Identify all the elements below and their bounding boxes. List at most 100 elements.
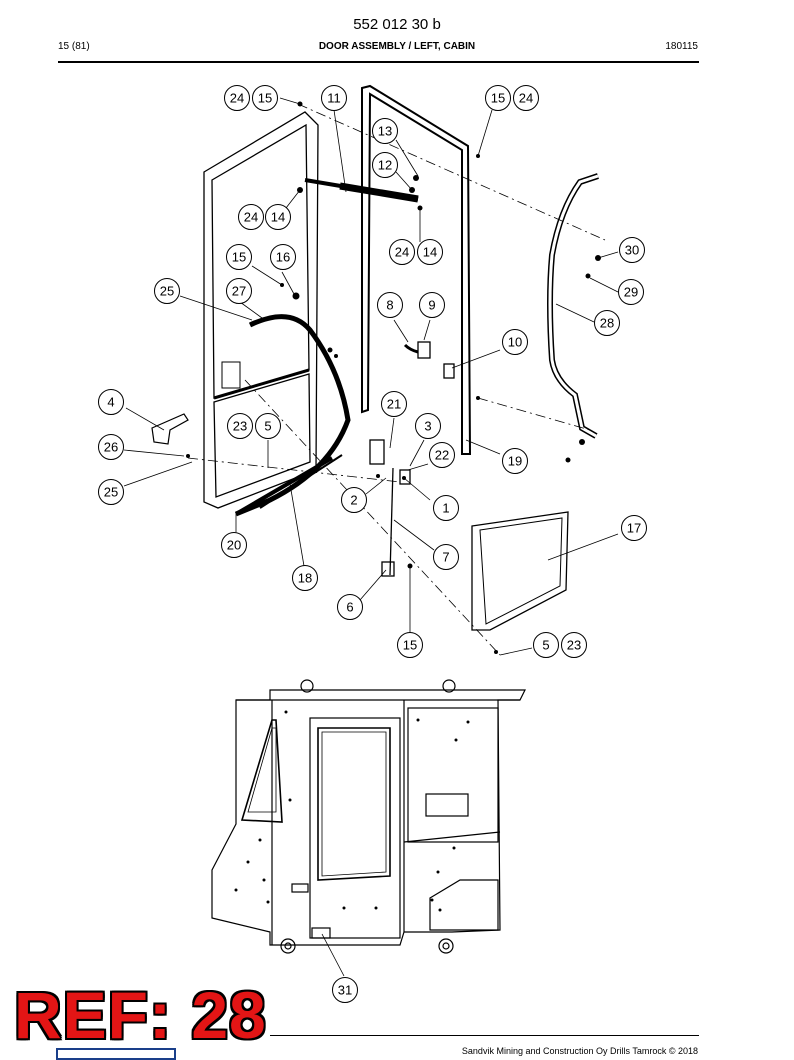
callout-circle — [221, 532, 247, 558]
callout-23: 23 — [561, 632, 587, 658]
callout-circle — [98, 434, 124, 460]
callout-circle — [238, 204, 264, 230]
callout-10: 10 — [502, 329, 528, 355]
callout-circle — [417, 239, 443, 265]
callout-24: 24 — [513, 85, 539, 111]
callout-label: 7 — [442, 550, 449, 565]
callout-circle — [252, 85, 278, 111]
callout-4: 4 — [98, 389, 124, 415]
callout-label: 4 — [107, 395, 114, 410]
callout-label: 15 — [232, 250, 246, 265]
callout-circle — [98, 389, 124, 415]
callout-circle — [226, 278, 252, 304]
callout-18: 18 — [292, 565, 318, 591]
callout-31: 31 — [332, 977, 358, 1003]
callout-24: 24 — [224, 85, 250, 111]
callout-label: 14 — [423, 245, 437, 260]
callout-12: 12 — [372, 152, 398, 178]
callout-label: 24 — [519, 91, 533, 106]
callout-circle — [621, 515, 647, 541]
exploded-door-view — [123, 84, 619, 977]
page-title: DOOR ASSEMBLY / LEFT, CABIN — [318, 41, 476, 52]
callout-label: 3 — [424, 419, 431, 434]
callout-circle — [224, 85, 250, 111]
callout-2: 2 — [341, 487, 367, 513]
callout-circle — [226, 244, 252, 270]
callout-24: 24 — [238, 204, 264, 230]
callout-label: 10 — [508, 335, 522, 350]
header-rule — [58, 61, 699, 63]
callout-16: 16 — [270, 244, 296, 270]
callout-circle — [381, 391, 407, 417]
callout-3: 3 — [415, 413, 441, 439]
callout-26: 26 — [98, 434, 124, 460]
callout-7: 7 — [433, 544, 459, 570]
callout-circle — [594, 310, 620, 336]
callout-circle — [513, 85, 539, 111]
callout-15: 15 — [485, 85, 511, 111]
callout-label: 5 — [264, 419, 271, 434]
callout-label: 11 — [327, 91, 341, 106]
cabin-door-window — [317, 727, 391, 881]
callout-circle — [618, 279, 644, 305]
callout-circle — [389, 239, 415, 265]
callout-6: 6 — [337, 594, 363, 620]
callout-label: 2 — [350, 493, 357, 508]
callout-8: 8 — [377, 292, 403, 318]
cabin-overview — [211, 679, 526, 954]
callout-17: 17 — [621, 515, 647, 541]
bracket — [151, 413, 189, 445]
callout-21: 21 — [381, 391, 407, 417]
callout-circle — [292, 565, 318, 591]
callout-9: 9 — [419, 292, 445, 318]
callout-label: 23 — [233, 419, 247, 434]
callout-25: 25 — [98, 479, 124, 505]
callout-label: 20 — [227, 538, 241, 553]
callout-label: 24 — [244, 210, 258, 225]
ref-banner: REF: 28 — [14, 978, 267, 1052]
callout-13: 13 — [372, 118, 398, 144]
callout-29: 29 — [618, 279, 644, 305]
callout-circle — [485, 85, 511, 111]
footer-copyright: Sandvik Mining and Construction Oy Drill… — [461, 1046, 698, 1056]
document-number: 552 012 30 b — [353, 16, 441, 33]
callout-circle — [561, 632, 587, 658]
callout-label: 21 — [387, 397, 401, 412]
callout-circle — [619, 237, 645, 263]
callout-15: 15 — [252, 85, 278, 111]
callout-label: 14 — [271, 210, 285, 225]
callout-circle — [265, 204, 291, 230]
callout-label: 25 — [160, 284, 174, 299]
callout-23: 23 — [227, 413, 253, 439]
callout-circle — [321, 85, 347, 111]
callout-19: 19 — [502, 448, 528, 474]
callout-14: 14 — [265, 204, 291, 230]
cabin-door — [309, 717, 401, 939]
callout-label: 15 — [491, 91, 505, 106]
callout-label: 26 — [104, 440, 118, 455]
callout-label: 24 — [395, 245, 409, 260]
callout-label: 17 — [627, 521, 641, 536]
callout-28: 28 — [594, 310, 620, 336]
callout-11: 11 — [321, 85, 347, 111]
callout-5: 5 — [255, 413, 281, 439]
callout-25: 25 — [154, 278, 180, 304]
document-date: 180115 — [665, 41, 698, 52]
callout-circle — [502, 448, 528, 474]
callout-label: 22 — [435, 448, 449, 463]
callout-circle — [341, 487, 367, 513]
inner-handle — [235, 314, 351, 517]
callout-circle — [337, 594, 363, 620]
callout-label: 15 — [258, 91, 272, 106]
cover-panel — [471, 511, 569, 631]
callout-label: 9 — [428, 298, 435, 313]
callout-label: 24 — [230, 91, 244, 106]
callout-circle — [429, 442, 455, 468]
page-number: 15 (81) — [58, 41, 90, 52]
callout-22: 22 — [429, 442, 455, 468]
callout-circle — [372, 118, 398, 144]
footer-rule — [270, 1035, 699, 1036]
callout-label: 29 — [624, 285, 638, 300]
callout-15: 15 — [397, 632, 423, 658]
callout-circle — [377, 292, 403, 318]
